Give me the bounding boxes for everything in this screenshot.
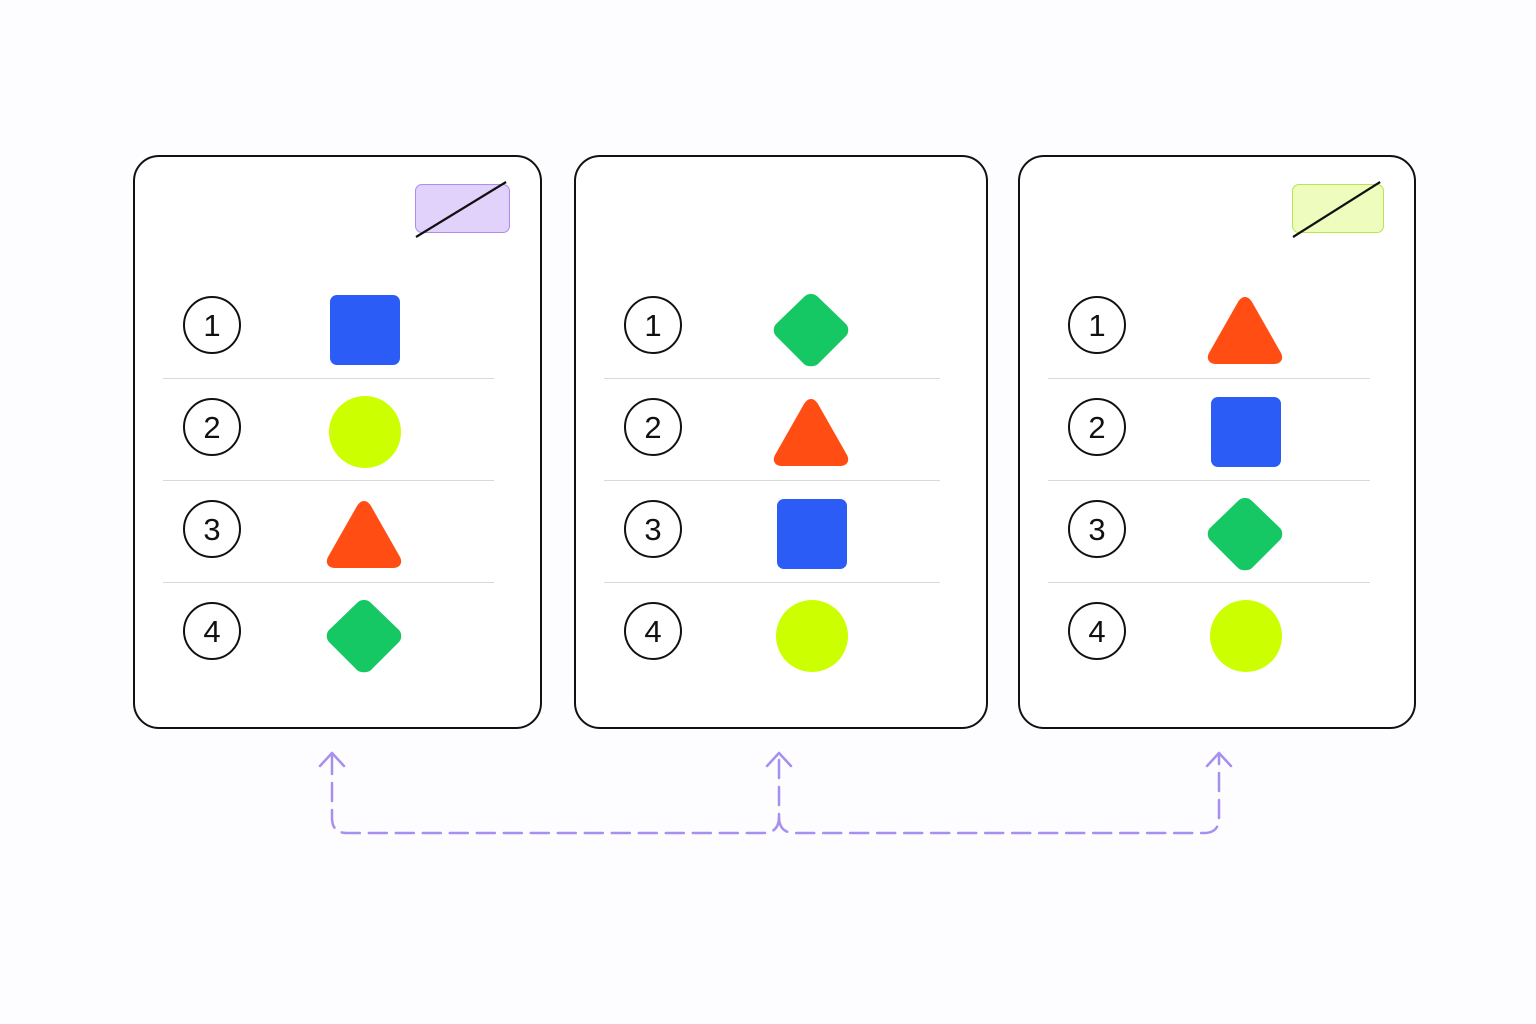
list-item: 2 (1048, 379, 1370, 481)
circle-icon (772, 599, 850, 673)
triangle-icon (772, 395, 850, 469)
step-number-badge: 3 (183, 500, 241, 558)
step-number-badge: 2 (183, 398, 241, 456)
step-number-badge: 2 (1068, 398, 1126, 456)
list-item: 3 (1048, 481, 1370, 583)
square-icon (1206, 395, 1284, 469)
shape-list: 1 2 3 4 (604, 277, 940, 685)
crossed-out-tag-lime (1292, 181, 1384, 238)
list-item: 4 (604, 583, 940, 685)
square-icon (772, 497, 850, 571)
list-card-1: 1 2 3 4 (133, 155, 542, 729)
step-number-badge: 4 (183, 602, 241, 660)
list-item: 4 (1048, 583, 1370, 685)
circle-icon (1206, 599, 1284, 673)
triangle-icon (1206, 293, 1284, 367)
connector-line (330, 754, 1221, 835)
list-item: 3 (604, 481, 940, 583)
up-arrow-icon (318, 751, 346, 768)
step-number-badge: 4 (624, 602, 682, 660)
list-item: 2 (604, 379, 940, 481)
up-arrow-icon (765, 751, 793, 768)
step-number-badge: 2 (624, 398, 682, 456)
step-number-badge: 4 (1068, 602, 1126, 660)
strike-line (415, 181, 507, 238)
step-number-badge: 3 (1068, 500, 1126, 558)
list-item: 4 (163, 583, 494, 685)
diamond-icon (325, 599, 403, 673)
triangle-icon (325, 497, 403, 571)
crossed-out-tag-purple (415, 181, 510, 238)
square-icon (325, 293, 403, 367)
list-item: 3 (163, 481, 494, 583)
shape-list: 1 2 3 4 (163, 277, 494, 685)
list-card-3: 1 2 3 4 (1018, 155, 1416, 729)
list-card-2: 1 2 3 4 (574, 155, 988, 729)
step-number-badge: 1 (183, 296, 241, 354)
step-number-badge: 1 (624, 296, 682, 354)
list-item: 1 (1048, 277, 1370, 379)
step-number-badge: 3 (624, 500, 682, 558)
diamond-icon (1206, 497, 1284, 571)
up-arrow-icon (1205, 751, 1233, 768)
list-item: 2 (163, 379, 494, 481)
strike-line (1292, 181, 1381, 238)
list-item: 1 (604, 277, 940, 379)
step-number-badge: 1 (1068, 296, 1126, 354)
shape-list: 1 2 3 4 (1048, 277, 1370, 685)
diamond-icon (772, 293, 850, 367)
list-item: 1 (163, 277, 494, 379)
circle-icon (325, 395, 403, 469)
